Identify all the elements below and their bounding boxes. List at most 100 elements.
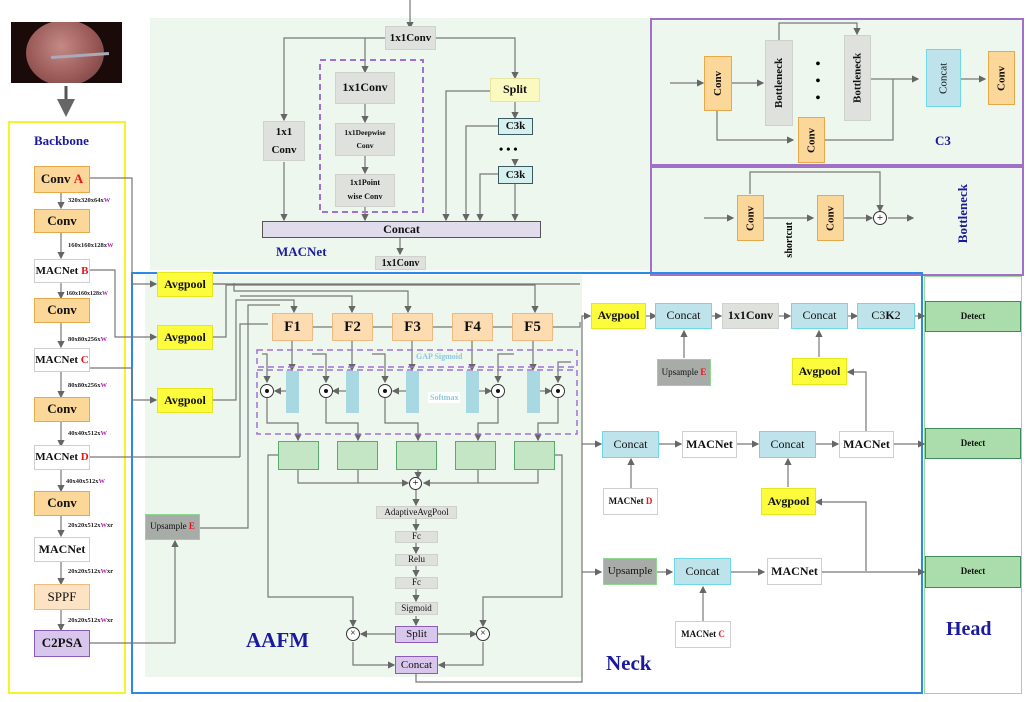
bottleneck-conv: Conv bbox=[737, 195, 764, 241]
c3-ellipsis: ••• bbox=[815, 57, 821, 106]
weighted-feature bbox=[278, 441, 319, 470]
multiply-dot-icon bbox=[378, 384, 392, 398]
multiply-dot-icon bbox=[319, 384, 333, 398]
fc-layer: Fc bbox=[395, 531, 438, 543]
attention-bar bbox=[286, 371, 299, 413]
backbone-macnet-d: MACNet D bbox=[34, 445, 90, 470]
feature-f3: F3 bbox=[392, 313, 433, 341]
c3-title: C3 bbox=[935, 133, 951, 148]
detect-head: Detect bbox=[925, 301, 1021, 332]
backbone-sppf: SPPF bbox=[34, 584, 90, 610]
dim-label: 320x320x64xW bbox=[68, 197, 111, 204]
c3-bottleneck: Bottleneck bbox=[765, 40, 793, 126]
aafm-title: AAFM bbox=[246, 628, 309, 652]
feature-f4: F4 bbox=[452, 313, 493, 341]
weighted-feature bbox=[337, 441, 378, 470]
neck-macnet: MACNet bbox=[839, 431, 894, 458]
input-image bbox=[11, 22, 122, 83]
macnet-inner-conv: 1x1Conv bbox=[335, 72, 395, 104]
backbone-conv: Conv bbox=[34, 209, 90, 233]
neck-panel bbox=[131, 272, 923, 694]
aafm-avgpool: Avgpool bbox=[157, 272, 213, 297]
dim-label: 160x160x128xW bbox=[68, 242, 114, 249]
aafm-upsample-e: Upsample E bbox=[145, 514, 200, 540]
backbone-title: Backbone bbox=[34, 133, 89, 148]
macnet-c3k: C3k bbox=[498, 118, 533, 135]
attention-bar bbox=[466, 371, 479, 413]
backbone-panel bbox=[8, 121, 126, 694]
neck-concat: Concat bbox=[791, 303, 848, 329]
dim-label: 20x20x512xWxr bbox=[68, 617, 114, 624]
attention-bar bbox=[346, 371, 359, 413]
macnet-title: MACNet bbox=[276, 244, 327, 259]
aafm-split: Split bbox=[395, 626, 438, 643]
macnet-c3k: C3k bbox=[498, 166, 533, 184]
head-panel bbox=[924, 276, 1022, 694]
backbone-conv: Conv bbox=[34, 491, 90, 516]
bottleneck-shortcut-label: shortcut bbox=[784, 222, 795, 258]
feature-f1: F1 bbox=[272, 313, 313, 341]
attention-bar bbox=[527, 371, 540, 413]
detect-head: Detect bbox=[925, 556, 1021, 588]
multiply-dot-icon bbox=[551, 384, 565, 398]
neck-avgpool: Avgpool bbox=[591, 303, 646, 329]
neck-macnet-c: MACNet C bbox=[675, 621, 731, 648]
backbone-conv: Conv bbox=[34, 397, 90, 422]
neck-concat: Concat bbox=[674, 558, 731, 585]
fc-layer: Fc bbox=[395, 577, 438, 589]
neck-macnet-d: MACNet D bbox=[603, 488, 658, 515]
neck-upsample: Upsample bbox=[603, 558, 657, 585]
dim-label: 40x40x512xW bbox=[68, 430, 107, 437]
macnet-out-conv: 1x1Conv bbox=[375, 256, 426, 270]
aafm-concat: Concat bbox=[395, 656, 438, 674]
macnet-concat: Concat bbox=[262, 221, 541, 238]
adaptive-avgpool: AdaptiveAvgPool bbox=[376, 506, 457, 519]
dim-label: 40x40x512xW bbox=[66, 478, 105, 485]
macnet-top-conv: 1x1Conv bbox=[385, 26, 436, 50]
c3-bottleneck: Bottleneck bbox=[844, 35, 871, 121]
backbone-macnet-c: MACNet C bbox=[34, 348, 90, 372]
neck-1x1conv: 1x1Conv bbox=[722, 303, 779, 329]
backbone-macnet: MACNet bbox=[34, 537, 90, 562]
dim-label: 80x80x256xW bbox=[68, 382, 107, 389]
multiply-icon: × bbox=[476, 627, 490, 641]
c3-conv-side: Conv bbox=[798, 117, 825, 163]
feature-f2: F2 bbox=[332, 313, 373, 341]
head-title: Head bbox=[946, 618, 992, 640]
backbone-macnet-b: MACNet B bbox=[34, 259, 90, 283]
neck-concat: Concat bbox=[602, 431, 659, 458]
c3-conv-out: Conv bbox=[988, 51, 1015, 105]
macnet-ellipsis: • • • bbox=[499, 142, 518, 156]
neck-concat: Concat bbox=[759, 431, 816, 458]
bottleneck-conv: Conv bbox=[817, 195, 844, 241]
aafm-avgpool: Avgpool bbox=[157, 388, 213, 413]
relu-layer: Relu bbox=[395, 554, 438, 566]
backbone-conv: Conv bbox=[34, 298, 90, 323]
multiply-icon: × bbox=[346, 627, 360, 641]
add-icon: + bbox=[873, 211, 887, 225]
backbone-c2psa: C2PSA bbox=[34, 630, 90, 657]
neck-macnet: MACNet bbox=[682, 431, 737, 458]
neck-upsample-e: Upsample E bbox=[657, 359, 711, 386]
softmax-label: Softmax bbox=[428, 392, 461, 403]
c3-concat: Concat bbox=[926, 49, 961, 107]
neck-macnet: MACNet bbox=[767, 558, 822, 585]
dim-label: 80x80x256xW bbox=[68, 336, 107, 343]
aafm-avgpool: Avgpool bbox=[157, 325, 213, 350]
multiply-dot-icon bbox=[491, 384, 505, 398]
macnet-split: Split bbox=[490, 78, 540, 102]
dim-label: 160x160x128xW bbox=[66, 291, 108, 297]
sigmoid-layer: Sigmoid bbox=[395, 602, 438, 615]
detect-head: Detect bbox=[925, 428, 1021, 459]
bottleneck-title: Bottleneck bbox=[955, 184, 970, 244]
dim-label: 20x20x512xWxr bbox=[68, 522, 114, 529]
neck-title: Neck bbox=[606, 651, 652, 675]
dim-label: 20x20x512xWxr bbox=[68, 568, 114, 575]
multiply-dot-icon bbox=[260, 384, 274, 398]
neck-avgpool: Avgpool bbox=[761, 488, 816, 515]
gap-sigmoid-label: GAP Sigmoid bbox=[416, 352, 463, 361]
